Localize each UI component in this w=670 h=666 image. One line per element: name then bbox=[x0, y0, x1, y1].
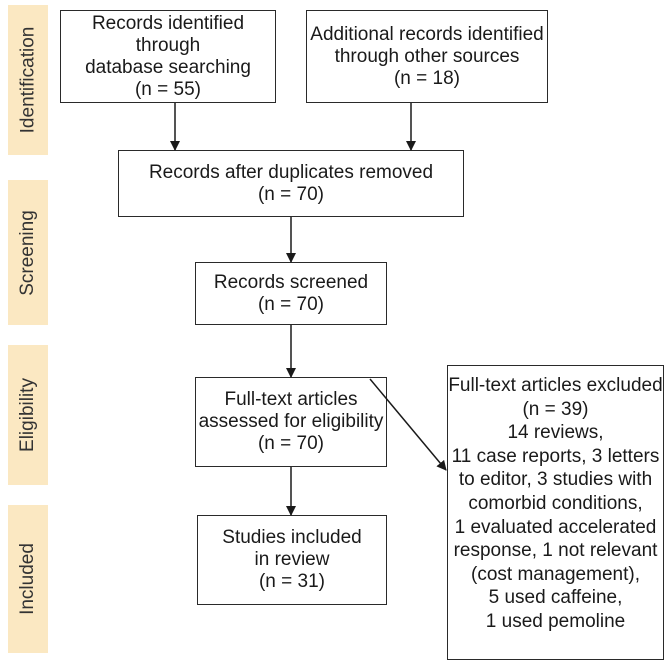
box-database-records: Records identified through database sear… bbox=[60, 10, 276, 103]
box-line: through other sources bbox=[334, 45, 520, 67]
box-line: (n = 18) bbox=[393, 67, 460, 89]
box-line: (n = 55) bbox=[134, 78, 201, 100]
arrow-assessed-to-excluded bbox=[369, 378, 447, 471]
phase-label-screening: Screening bbox=[8, 180, 48, 325]
box-line: (n = 70) bbox=[257, 293, 324, 315]
box-line: response, 1 not relevant bbox=[453, 540, 658, 562]
box-full-text-excluded: Full-text articles excluded (n = 39) 14 … bbox=[447, 365, 664, 660]
box-line: 5 used caffeine, bbox=[488, 587, 623, 609]
phase-label-included: Included bbox=[8, 505, 48, 653]
box-line: (n = 70) bbox=[257, 433, 324, 454]
box-line: (n = 39) bbox=[522, 398, 589, 420]
box-line: database searching bbox=[85, 56, 251, 78]
box-line: (n = 70) bbox=[257, 183, 324, 205]
box-full-text-assessed: Full-text articles assessed for eligibil… bbox=[195, 377, 387, 467]
box-line: comorbid conditions, bbox=[468, 492, 643, 514]
phase-label-eligibility: Eligibility bbox=[8, 345, 48, 485]
box-after-duplicates: Records after duplicates removed (n = 70… bbox=[118, 150, 464, 217]
box-line: (n = 31) bbox=[258, 571, 325, 592]
box-line: Additional records identified bbox=[310, 23, 544, 45]
box-line: Studies included bbox=[222, 527, 362, 548]
box-line: 14 reviews, bbox=[507, 422, 604, 444]
box-line: 1 used pemoline bbox=[485, 610, 626, 632]
box-line: Full-text articles excluded bbox=[448, 375, 663, 396]
box-line: to editor, 3 studies with bbox=[458, 469, 653, 491]
box-line: assessed for eligibility bbox=[198, 411, 384, 432]
box-line: (cost management), bbox=[471, 563, 640, 585]
box-line: 11 case reports, 3 letters bbox=[451, 445, 660, 467]
box-line: 1 evaluated accelerated bbox=[454, 516, 657, 538]
box-other-records: Additional records identified through ot… bbox=[306, 10, 548, 103]
box-line: Records identified through bbox=[91, 12, 245, 56]
box-line: Records screened bbox=[213, 271, 369, 293]
box-line: Full-text articles bbox=[224, 389, 358, 410]
phase-label-identification: Identification bbox=[8, 5, 48, 155]
box-line: in review bbox=[254, 549, 330, 570]
box-line: Records after duplicates removed bbox=[148, 161, 434, 183]
box-records-screened: Records screened (n = 70) bbox=[195, 262, 387, 325]
